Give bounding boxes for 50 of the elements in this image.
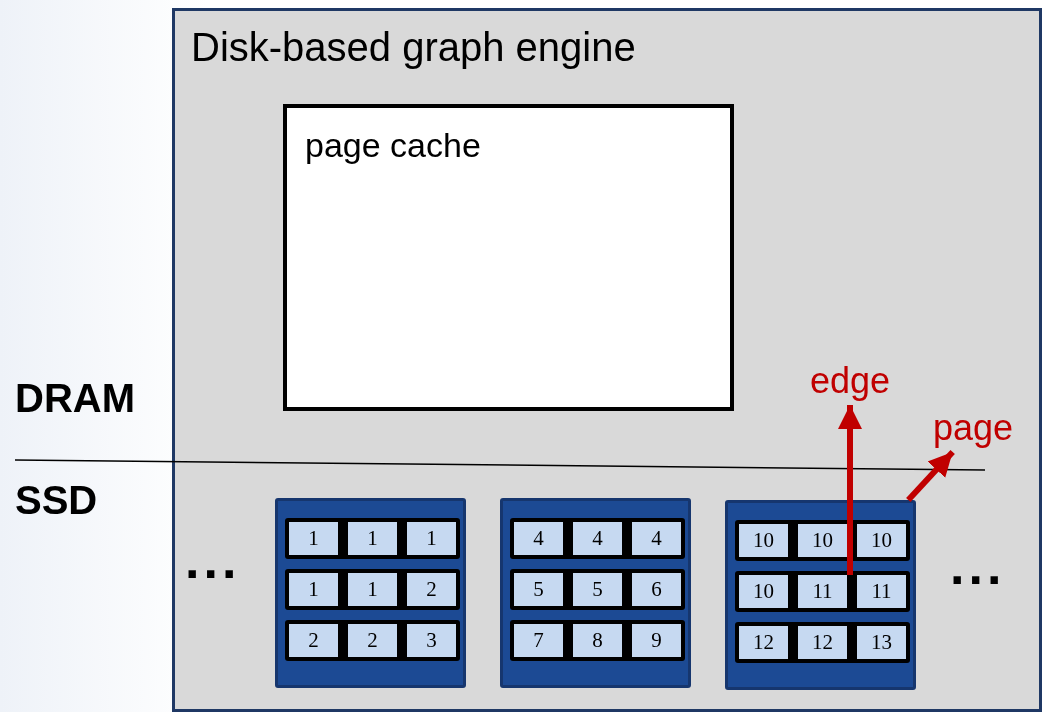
arrow-caption: page [923,408,1023,452]
record-entry: 10 [739,524,788,557]
memory-tier-label: SSD [15,478,98,523]
record-entry: 2 [348,624,397,657]
record-entry: 11 [798,575,847,608]
ellipsis: ... [185,540,241,580]
record-entry: 2 [289,624,338,657]
record-entry: 2 [407,573,456,606]
engine-panel [172,8,1042,712]
record-entry: 3 [407,624,456,657]
record-row [285,518,460,559]
record-entry: 1 [289,522,338,555]
record-row [510,518,685,559]
memory-tier-label: DRAM [15,376,135,421]
panel-title: Disk-based graph engine [191,25,636,70]
record-row [510,569,685,610]
record-entry: 10 [798,524,847,557]
record-entry: 1 [348,573,397,606]
record-entry: 9 [632,624,681,657]
record-entry: 10 [857,524,906,557]
record-entry: 11 [857,575,906,608]
record-entry: 5 [573,573,622,606]
arrow-caption: edge [805,361,895,405]
record-row [285,620,460,661]
record-entry: 4 [573,522,622,555]
record-entry: 13 [857,626,906,659]
record-entry: 7 [514,624,563,657]
record-entry: 1 [407,522,456,555]
record-entry: 12 [739,626,788,659]
record-row [735,520,910,561]
page-block [500,498,691,688]
cache-box: page cache [283,104,734,411]
page-block [725,500,916,690]
arrow [838,405,862,575]
page-block [275,498,466,688]
record-row [510,620,685,661]
record-entry: 1 [348,522,397,555]
record-entry: 5 [514,573,563,606]
record-entry: 8 [573,624,622,657]
record-row [735,622,910,663]
record-entry: 4 [632,522,681,555]
ellipsis: ... [950,546,1006,586]
record-entry: 1 [289,573,338,606]
record-entry: 12 [798,626,847,659]
record-row [735,571,910,612]
record-entry: 10 [739,575,788,608]
record-row [285,569,460,610]
arrow [906,449,955,503]
record-entry: 6 [632,573,681,606]
record-entry: 4 [514,522,563,555]
